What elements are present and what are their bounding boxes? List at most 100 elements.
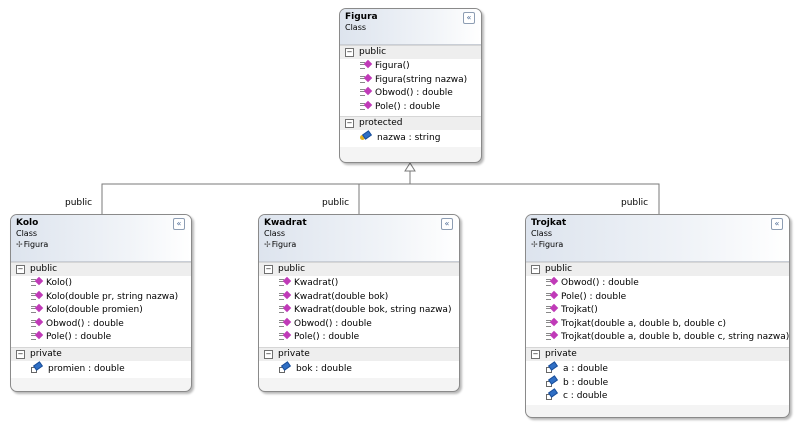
edge-label-kolo: public bbox=[65, 198, 93, 208]
member-method[interactable]: Pole() : double bbox=[11, 331, 191, 345]
class-trojkat[interactable]: Trojkat Class ✢Figura « −public Obwod() … bbox=[525, 214, 790, 418]
member-label: b : double bbox=[563, 377, 609, 388]
collapse-button[interactable]: « bbox=[173, 218, 185, 230]
member-method[interactable]: Trojkat(double a, double b, double c) bbox=[526, 317, 789, 332]
base-class-name: Figura bbox=[538, 240, 564, 249]
member-method[interactable]: Kolo(double promien) bbox=[11, 303, 191, 318]
collapse-button[interactable]: « bbox=[441, 218, 453, 230]
section-public[interactable]: −public bbox=[526, 262, 789, 276]
class-header: Trojkat Class ✢Figura « bbox=[526, 215, 789, 262]
member-method[interactable]: Pole() : double bbox=[340, 100, 481, 115]
class-figura[interactable]: Figura Class « −public Figura() Figura(s… bbox=[339, 8, 482, 163]
section-toggle-icon[interactable]: − bbox=[531, 349, 540, 359]
base-class-name: Figura bbox=[271, 240, 297, 249]
member-field[interactable]: b : double bbox=[526, 374, 789, 390]
member-label: Kwadrat() bbox=[294, 278, 339, 288]
private-field-icon bbox=[279, 361, 292, 373]
member-label: Obwod() : double bbox=[294, 318, 372, 329]
member-field[interactable]: nazwa : string bbox=[340, 130, 481, 145]
section-label: public bbox=[545, 264, 573, 274]
section-toggle-icon[interactable]: − bbox=[264, 349, 273, 359]
member-method[interactable]: Pole() : double bbox=[259, 331, 459, 345]
member-label: promien : double bbox=[48, 363, 125, 374]
member-method[interactable]: Kwadrat() bbox=[259, 276, 459, 291]
member-label: Trojkat(double a, double b, double c, st… bbox=[561, 332, 790, 343]
method-icon bbox=[31, 276, 44, 286]
section-public[interactable]: −public bbox=[259, 262, 459, 276]
member-label: Kwadrat(double bok, string nazwa) bbox=[294, 305, 452, 316]
section-label: public bbox=[30, 264, 58, 274]
member-method[interactable]: Obwod() : double bbox=[11, 317, 191, 332]
member-label: Pole() : double bbox=[294, 332, 360, 343]
member-label: Obwod() : double bbox=[561, 278, 639, 288]
section-toggle-icon[interactable]: − bbox=[264, 265, 273, 274]
private-field-icon bbox=[546, 388, 559, 401]
member-method[interactable]: Trojkat(double a, double b, double c, st… bbox=[526, 331, 789, 345]
member-label: Pole() : double bbox=[561, 291, 627, 302]
member-method[interactable]: Obwod() : double bbox=[259, 317, 459, 332]
member-field[interactable]: promien : double bbox=[11, 361, 191, 376]
section-label: public bbox=[359, 47, 387, 57]
member-field[interactable]: bok : double bbox=[259, 361, 459, 376]
member-label: Trojkat() bbox=[561, 305, 598, 316]
method-icon bbox=[360, 73, 373, 83]
section-label: protected bbox=[359, 118, 403, 129]
method-icon bbox=[546, 317, 559, 327]
section-private[interactable]: −private bbox=[526, 346, 789, 361]
method-icon bbox=[279, 303, 292, 314]
class-inheritance: ✢Figura bbox=[531, 239, 789, 250]
private-field-icon bbox=[546, 374, 559, 387]
section-toggle-icon[interactable]: − bbox=[16, 265, 25, 274]
class-header: Kwadrat Class ✢Figura « bbox=[259, 215, 459, 262]
method-icon bbox=[279, 276, 292, 286]
section-toggle-icon[interactable]: − bbox=[531, 265, 540, 274]
method-icon bbox=[546, 290, 559, 300]
section-toggle-icon[interactable]: − bbox=[345, 48, 354, 57]
section-public[interactable]: −public bbox=[340, 45, 481, 59]
member-method[interactable]: Kwadrat(double bok, string nazwa) bbox=[259, 303, 459, 318]
member-field[interactable]: c : double bbox=[526, 388, 789, 403]
member-method[interactable]: Obwod() : double bbox=[340, 86, 481, 101]
member-method[interactable]: Kolo(double pr, string nazwa) bbox=[11, 290, 191, 305]
member-method[interactable]: Obwod() : double bbox=[526, 276, 789, 291]
member-method[interactable]: Figura(string nazwa) bbox=[340, 73, 481, 88]
collapse-button[interactable]: « bbox=[463, 12, 475, 24]
section-public[interactable]: −public bbox=[11, 262, 191, 276]
class-kolo[interactable]: Kolo Class ✢Figura « −public Kolo() Kolo… bbox=[10, 214, 192, 392]
section-private[interactable]: −private bbox=[11, 346, 191, 361]
member-label: Kolo() bbox=[46, 278, 72, 288]
class-name: Trojkat bbox=[531, 218, 567, 228]
member-label: Trojkat(double a, double b, double c) bbox=[561, 318, 727, 329]
class-name: Kwadrat bbox=[264, 218, 307, 228]
class-name: Kolo bbox=[16, 218, 39, 228]
method-icon bbox=[279, 290, 292, 300]
collapse-button[interactable]: « bbox=[771, 218, 783, 230]
member-method[interactable]: Kwadrat(double bok) bbox=[259, 290, 459, 305]
member-method[interactable]: Trojkat() bbox=[526, 303, 789, 318]
member-label: Obwod() : double bbox=[375, 88, 453, 99]
method-icon bbox=[546, 331, 559, 341]
method-icon bbox=[279, 317, 292, 327]
method-icon bbox=[360, 86, 373, 97]
section-protected[interactable]: −protected bbox=[340, 116, 481, 131]
class-kind: Class bbox=[345, 23, 367, 32]
member-label: c : double bbox=[563, 391, 608, 402]
section-toggle-icon[interactable]: − bbox=[345, 119, 354, 129]
base-class-name: Figura bbox=[23, 240, 49, 249]
inheritance-icon: ✢ bbox=[531, 240, 538, 249]
member-method[interactable]: Pole() : double bbox=[526, 290, 789, 305]
member-label: nazwa : string bbox=[377, 133, 441, 144]
private-field-icon bbox=[546, 361, 559, 373]
member-method[interactable]: Kolo() bbox=[11, 276, 191, 291]
section-toggle-icon[interactable]: − bbox=[16, 349, 25, 359]
section-label: private bbox=[30, 348, 62, 359]
class-inheritance: ✢Figura bbox=[264, 239, 459, 250]
section-private[interactable]: −private bbox=[259, 346, 459, 361]
connector-kolo bbox=[101, 183, 660, 214]
member-method[interactable]: Figura() bbox=[340, 59, 481, 74]
member-field[interactable]: a : double bbox=[526, 361, 789, 376]
inheritance-icon: ✢ bbox=[264, 240, 271, 249]
class-name: Figura bbox=[345, 12, 378, 22]
class-kwadrat[interactable]: Kwadrat Class ✢Figura « −public Kwadrat(… bbox=[258, 214, 460, 392]
section-label: private bbox=[278, 348, 310, 359]
